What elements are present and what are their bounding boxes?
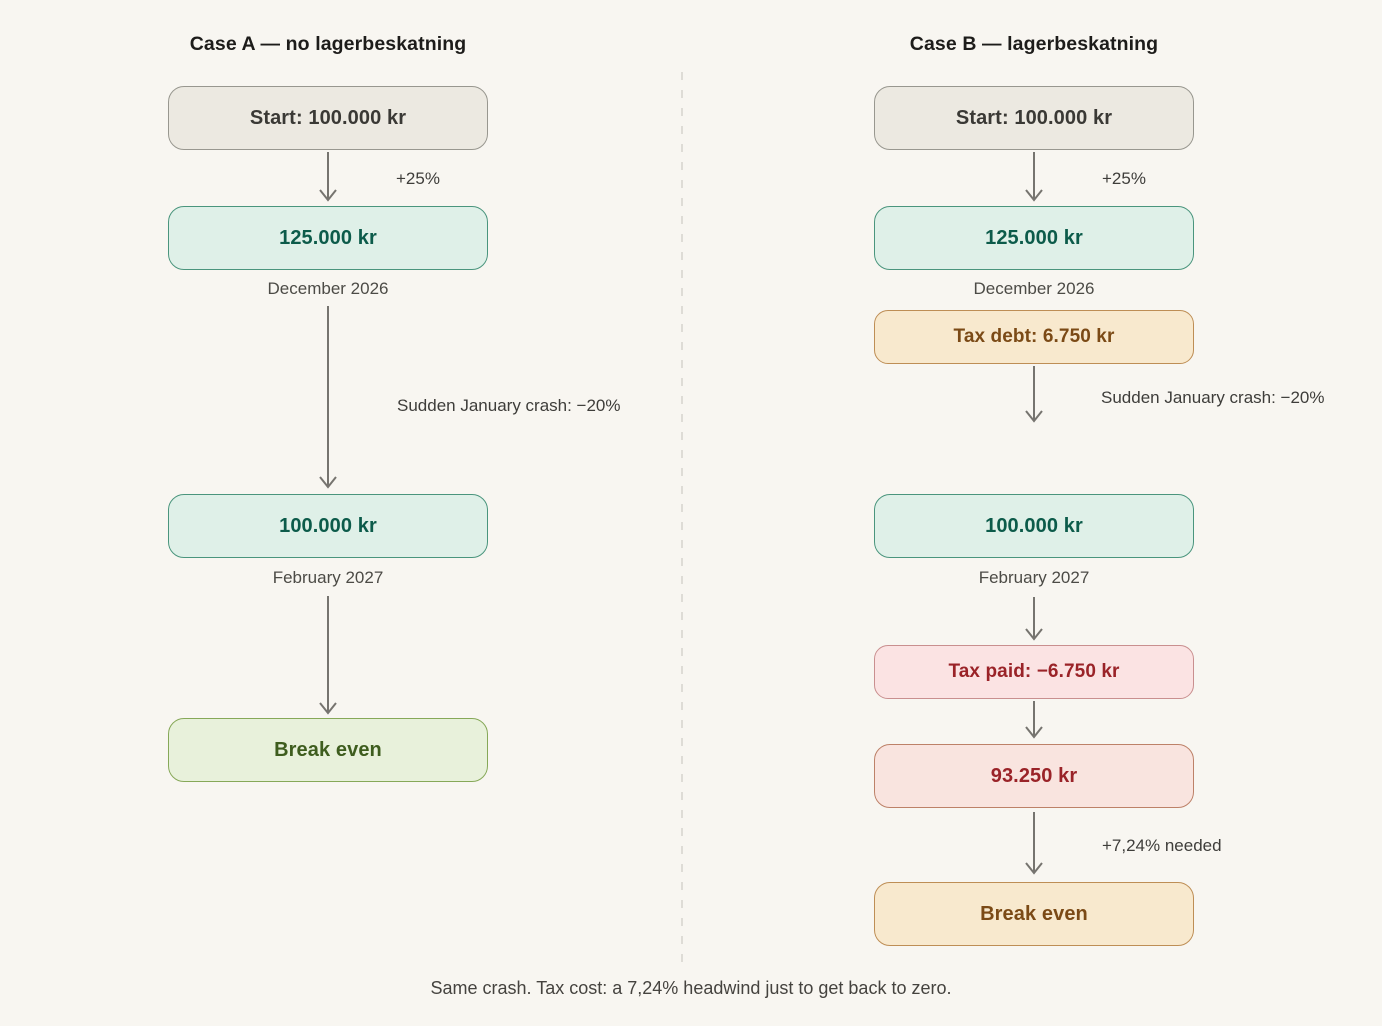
case-a-title: Case A — no lagerbeskatning: [189, 33, 467, 55]
case-a-gain-label: +25%: [396, 169, 440, 188]
case-a-crash-label: Sudden January crash: −20%: [397, 396, 621, 415]
case-b-needed-label: +7,24% needed: [1102, 836, 1222, 855]
case-b-start-box: Start: 100.000 kr: [874, 86, 1194, 150]
case-b-value-after-tax-box: 93.250 kr: [874, 744, 1194, 808]
case-a-date-february-2027: February 2027: [272, 568, 384, 587]
case-b-date-december-2026: December 2026: [973, 279, 1095, 298]
case-b-tax-paid-box: Tax paid: −6.750 kr: [874, 645, 1194, 699]
case-b-date-february-2027: February 2027: [978, 568, 1090, 587]
case-b-gain-label: +25%: [1102, 169, 1146, 188]
case-a-date-december-2026: December 2026: [267, 279, 389, 298]
case-b-value-after-gain-box: 125.000 kr: [874, 206, 1194, 270]
case-b-breakeven-box: Break even: [874, 882, 1194, 946]
case-b-value-after-crash-box: 100.000 kr: [874, 494, 1194, 558]
caption: Same crash. Tax cost: a 7,24% headwind j…: [430, 978, 952, 998]
case-b-title: Case B — lagerbeskatning: [909, 33, 1159, 55]
case-b-tax-debt-box: Tax debt: 6.750 kr: [874, 310, 1194, 364]
case-a-value-after-crash-box: 100.000 kr: [168, 494, 488, 558]
case-b-crash-label: Sudden January crash: −20%: [1101, 388, 1325, 407]
case-a-start-box: Start: 100.000 kr: [168, 86, 488, 150]
case-a-breakeven-box: Break even: [168, 718, 488, 782]
case-a-value-after-gain-box: 125.000 kr: [168, 206, 488, 270]
